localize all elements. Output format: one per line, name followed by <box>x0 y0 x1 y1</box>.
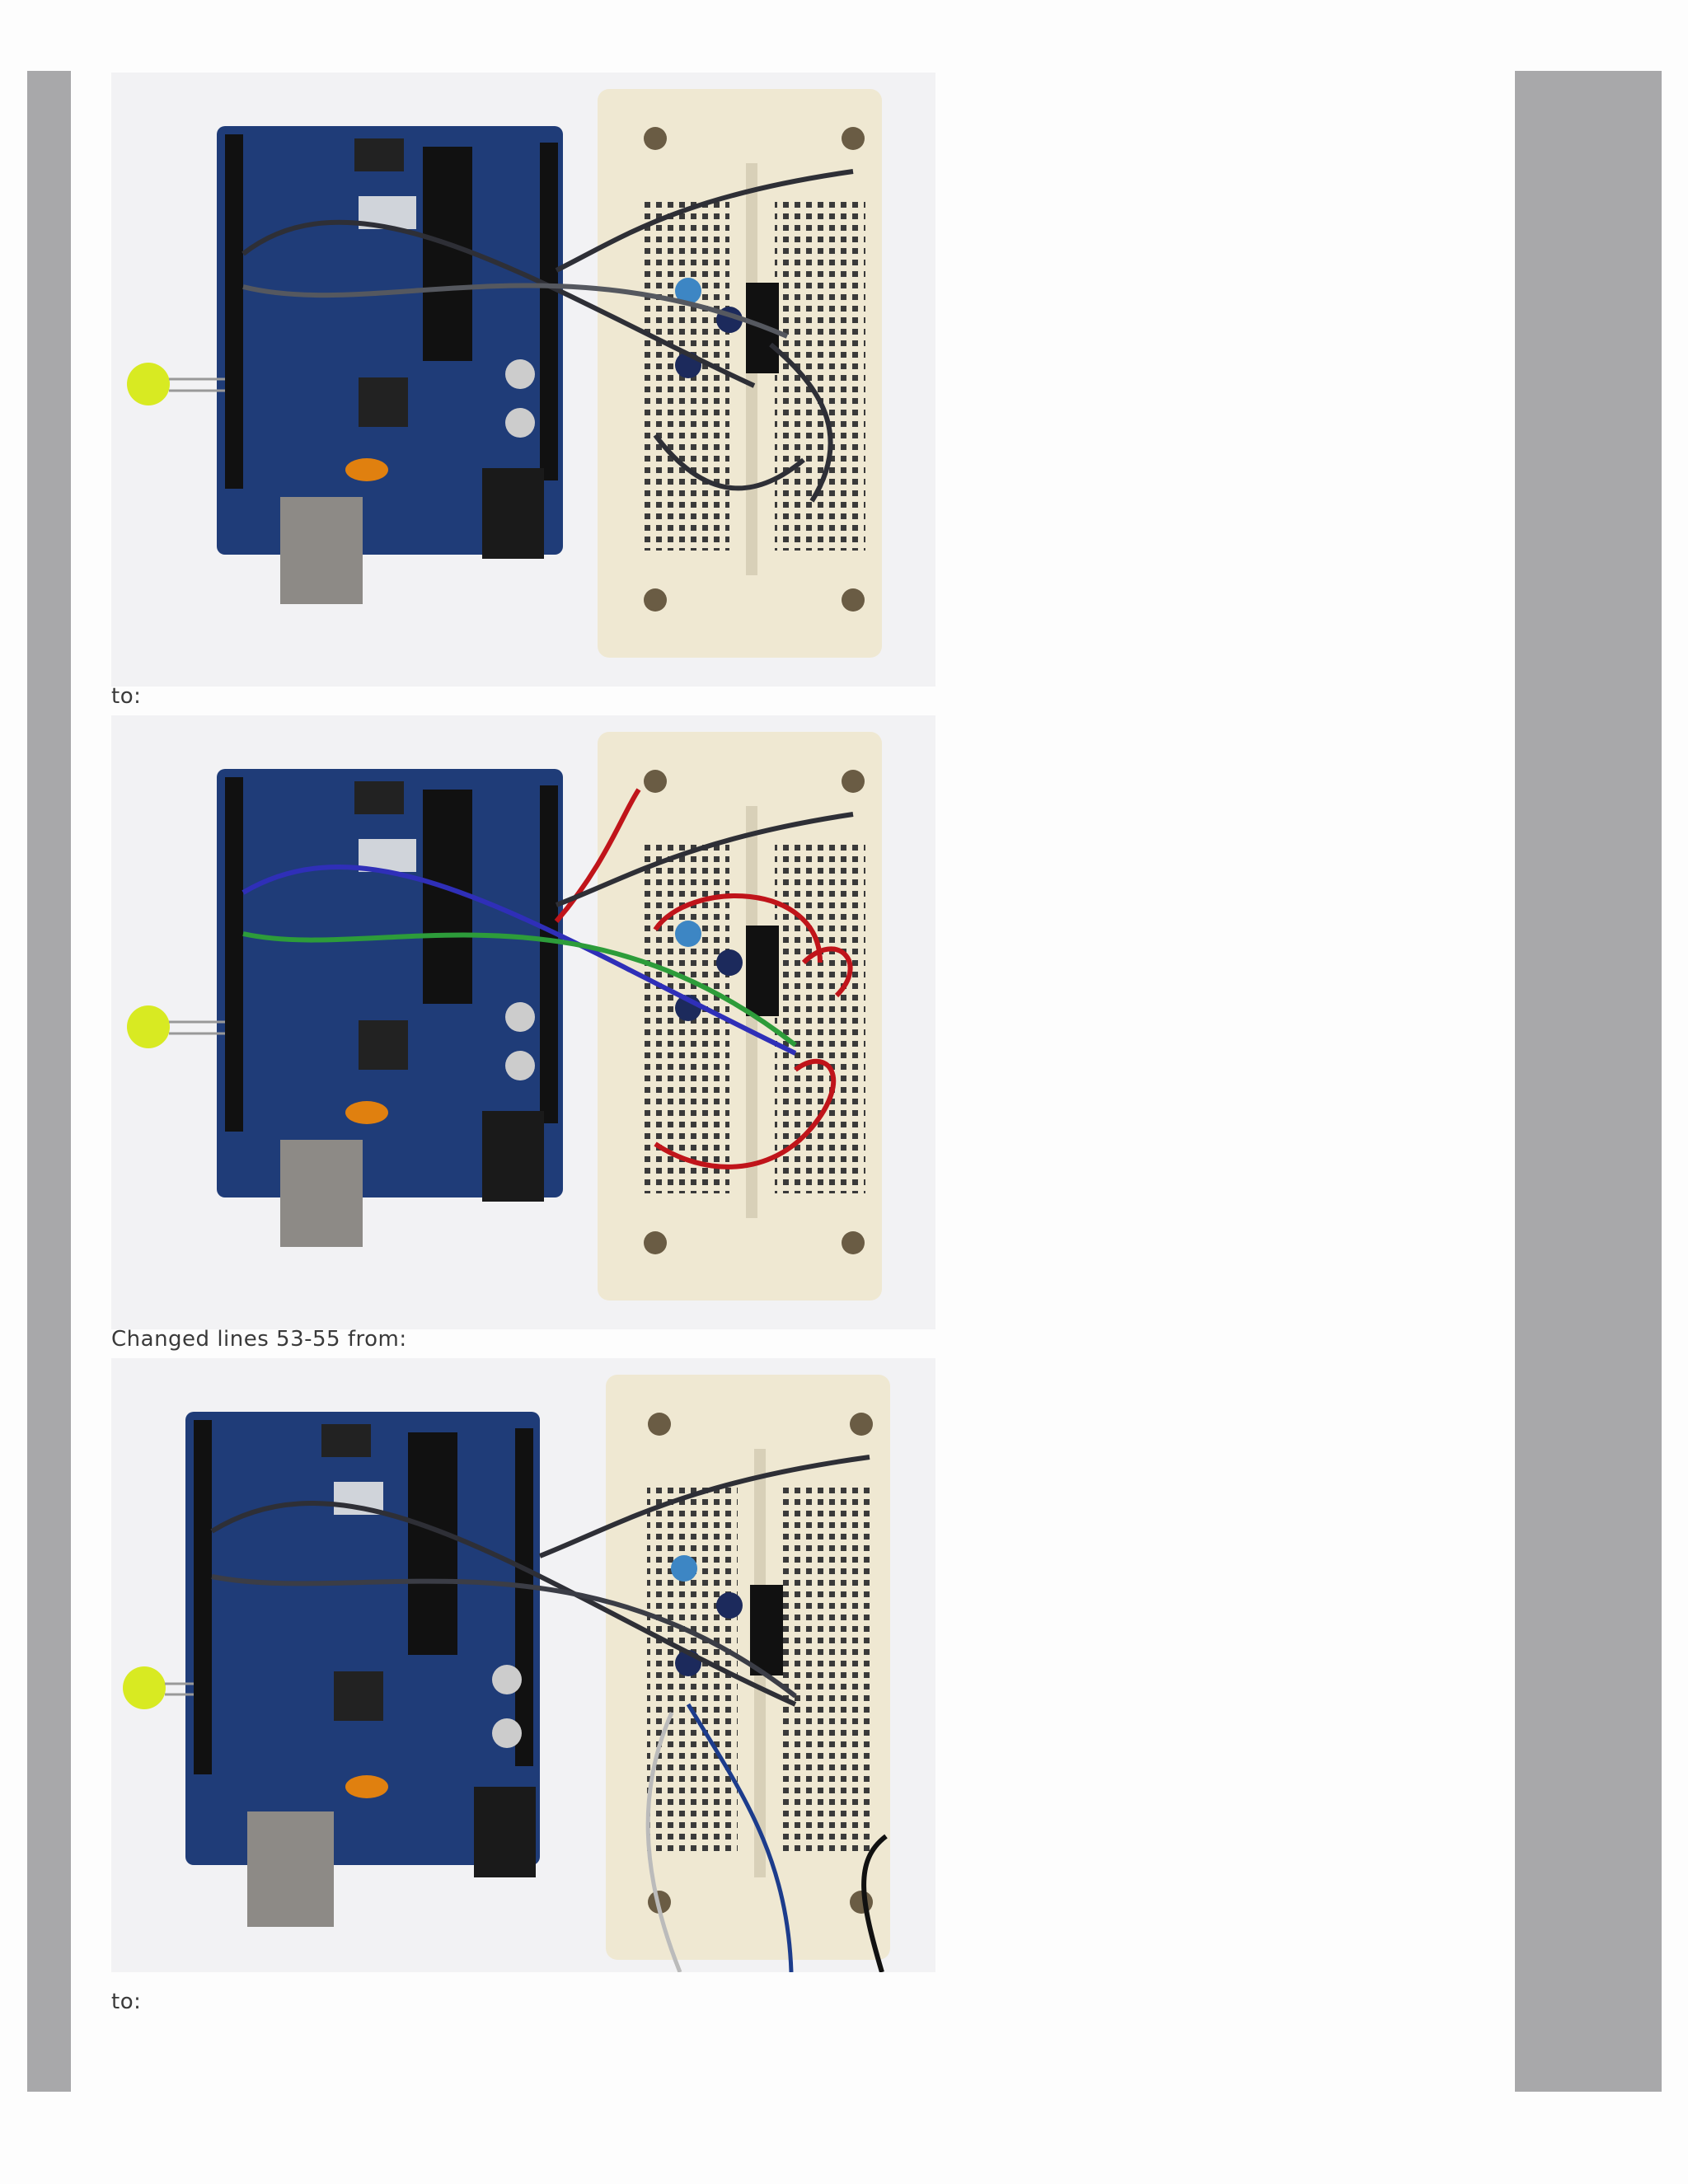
icsp-header <box>321 1424 371 1457</box>
usb-connector <box>280 1140 363 1247</box>
blue-capacitor <box>675 278 701 304</box>
capacitor <box>505 1051 535 1080</box>
digital-header <box>225 777 243 1132</box>
crystal <box>345 1775 388 1798</box>
digital-header <box>194 1420 212 1774</box>
wire <box>241 219 756 388</box>
led <box>127 363 170 405</box>
left-side-bar <box>27 71 71 2092</box>
caption-to: to: <box>111 684 142 709</box>
icsp-header <box>354 138 404 171</box>
ic-chip <box>746 926 779 1016</box>
power-jack <box>474 1787 536 1877</box>
red-wire <box>653 893 823 963</box>
green-wire <box>242 931 797 1047</box>
icsp-header <box>354 781 404 814</box>
wire <box>211 1574 797 1699</box>
usb-connector <box>280 497 363 604</box>
breadboard-holes <box>647 1482 874 1853</box>
wire <box>555 169 854 273</box>
black-lead-wire <box>861 1834 888 1972</box>
analog-header <box>540 143 558 480</box>
atmega-chip <box>423 147 472 361</box>
photo-arduino-breadboard-3 <box>111 1358 935 1972</box>
blue-capacitor <box>671 1555 697 1582</box>
capacitor <box>505 1002 535 1032</box>
led <box>127 1005 170 1048</box>
wire <box>653 434 805 491</box>
photo-arduino-breadboard-2 <box>111 715 935 1329</box>
crystal <box>345 1101 388 1124</box>
caption-changed-lines: Changed lines 53-55 from: <box>111 1327 407 1352</box>
ic-chip <box>750 1585 783 1675</box>
wire <box>769 342 833 503</box>
wire <box>538 1455 870 1558</box>
capacitor <box>492 1718 522 1748</box>
usb-chip <box>359 1020 408 1070</box>
white-lead-wire <box>645 1711 682 1972</box>
blue-capacitor <box>675 921 701 947</box>
photo-arduino-breadboard-1 <box>111 73 935 687</box>
crystal <box>345 458 388 481</box>
blue-wire <box>241 865 797 1056</box>
capacitor <box>505 359 535 389</box>
digital-header <box>225 134 243 489</box>
red-wire <box>801 946 853 998</box>
atmega-chip <box>423 790 472 1004</box>
atmega-chip <box>408 1432 457 1655</box>
capacitor <box>492 1665 522 1694</box>
usb-chip <box>359 377 408 427</box>
caption-to: to: <box>111 1990 142 2014</box>
analog-header <box>540 785 558 1123</box>
blue-lead-wire <box>686 1703 794 1972</box>
red-wire <box>554 788 641 923</box>
wire <box>242 283 789 339</box>
wire <box>555 812 854 907</box>
power-jack <box>482 468 544 559</box>
wire <box>210 1501 797 1707</box>
red-wire <box>654 1058 837 1169</box>
capacitor <box>505 408 535 438</box>
led <box>123 1666 166 1709</box>
analog-header <box>515 1428 533 1766</box>
arduino-board <box>217 126 563 555</box>
usb-chip <box>334 1671 383 1721</box>
power-jack <box>482 1111 544 1202</box>
usb-connector <box>247 1811 334 1927</box>
arduino-board <box>217 769 563 1197</box>
right-side-bar <box>1515 71 1662 2092</box>
